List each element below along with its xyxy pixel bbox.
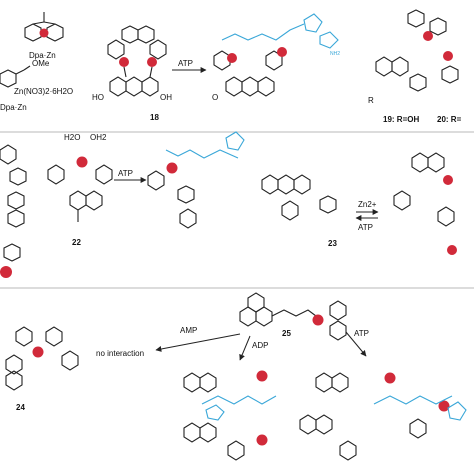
compound-24-structure [5,326,79,391]
compound-23-zn-complex [393,152,457,255]
compound-23-structure [261,174,337,221]
r-label: R [368,96,374,105]
dpa-zn-unit [24,12,64,42]
h2o-label: H2O [64,133,80,142]
arrow-atp-3-label: ATP [358,223,373,232]
arrow-atp-4 [345,331,367,357]
salt-label: Zn(NO3)2·6H2O [14,87,73,96]
arrow-amp-label: AMP [180,326,197,335]
arrow-amp [155,333,241,352]
panel-dividers [0,131,474,289]
compound-22-structure [47,156,113,222]
left-complex-structure [0,144,27,278]
arrow-atp-1-label: ATP [178,59,193,68]
nh2-label: NH2 [330,51,340,57]
dpa-zn-label-2: Dpa·Zn [0,103,27,112]
arrow-zn-label: Zn2+ [358,200,377,209]
compound-25-label: 25 [282,329,291,338]
ho-label: HO [92,93,104,102]
arrow-adp-label: ADP [252,341,268,350]
ome-label: OMe [32,59,50,68]
compound-22-label: 22 [72,238,81,247]
compound-24-label: 24 [16,403,25,412]
arrow-adp [239,335,251,361]
oh-label: OH [160,93,172,102]
arrow-atp-4-label: ATP [354,329,369,338]
ester-fragment [0,65,31,88]
compound-23-label: 23 [328,239,337,248]
atp-complex [299,372,467,461]
no-interaction-label: no interaction [96,349,144,358]
compound-19-label: 19: R=OH [383,115,419,124]
compound-18-atp-complex [213,13,339,97]
adp-complex [183,370,277,461]
o-label: O [212,93,218,102]
arrow-atp-2-label: ATP [118,169,133,178]
dpa-zn-label: Dpa·Zn [29,51,56,60]
compound-18-structure [107,25,167,97]
compound-25-structure [239,292,347,341]
compound-18-label: 18 [150,113,159,122]
oh2-label: OH2 [90,133,107,142]
compound-19-20-structure [375,9,459,92]
compound-22-atp-complex [147,131,245,229]
compound-20-label: 20: R= [437,115,462,124]
